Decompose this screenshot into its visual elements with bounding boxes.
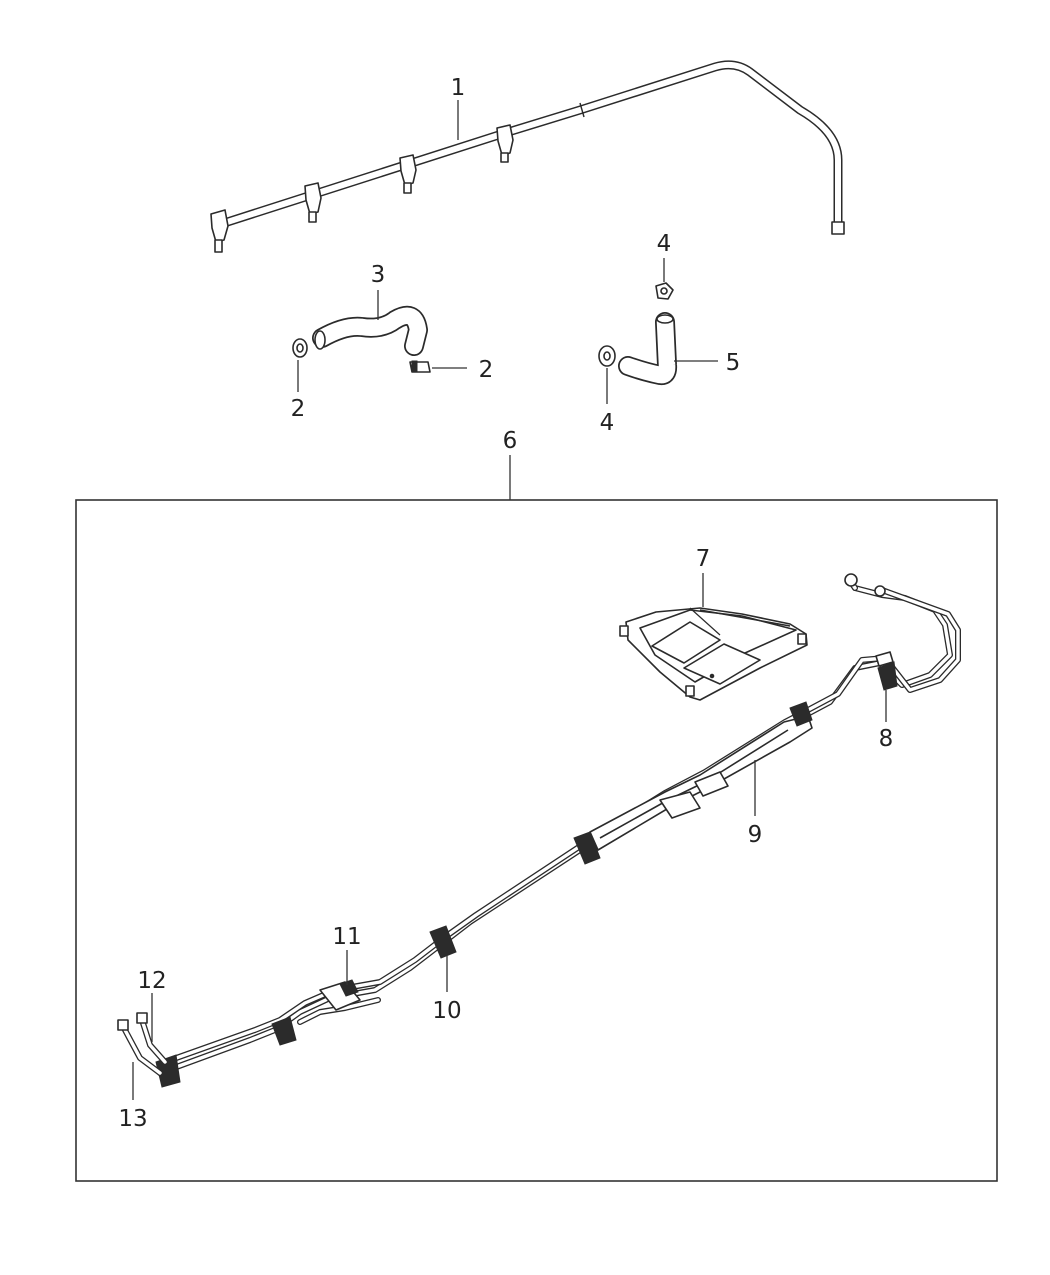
part-4-clamp-top[interactable] [655,282,674,300]
callout-5: 5 [726,350,741,376]
part-3-hose[interactable] [312,305,428,356]
part-9-fuel-line-bundle[interactable] [157,573,961,1076]
callout-4-bottom: 4 [600,410,615,436]
part-5-elbow-hose[interactable] [618,312,678,386]
part-1-fuel-rail[interactable] [210,60,845,253]
injector-mount [304,182,322,223]
callout-2-left: 2 [291,396,306,422]
part-13-line-end[interactable] [117,1019,163,1076]
part-10-clip[interactable] [429,925,457,959]
callout-6: 6 [503,428,518,454]
callout-7: 7 [696,546,711,572]
injector-mount [210,209,229,253]
part-4-clamp-bottom[interactable] [598,345,616,367]
callout-11: 11 [332,924,361,950]
callout-3: 3 [371,262,386,288]
part-7-bracket[interactable] [619,607,808,701]
callout-4-top: 4 [657,231,672,257]
line-clip-center [573,831,601,865]
callout-10: 10 [432,998,461,1024]
callout-9: 9 [748,822,763,848]
leader-lines [132,100,887,1100]
callout-12: 12 [137,968,166,994]
callout-labels: 1 2 2 3 4 4 5 6 7 8 9 10 11 12 13 [118,75,893,1132]
part-8-clip[interactable] [875,651,898,691]
injector-mount [399,154,417,194]
injector-mount [496,124,514,163]
part-2-clamp-left[interactable] [292,338,308,358]
part-2-clamp-right[interactable] [409,360,431,373]
callout-8: 8 [879,726,894,752]
line-clip-9a [789,701,813,727]
line-clip-front [271,1016,297,1046]
part-6-assembly-frame [75,499,998,1182]
callout-13: 13 [118,1106,147,1132]
part-12-line-end[interactable] [136,1012,168,1065]
callout-2-right: 2 [479,357,494,383]
callout-1: 1 [451,75,466,101]
part-11-clip[interactable] [319,979,361,1011]
